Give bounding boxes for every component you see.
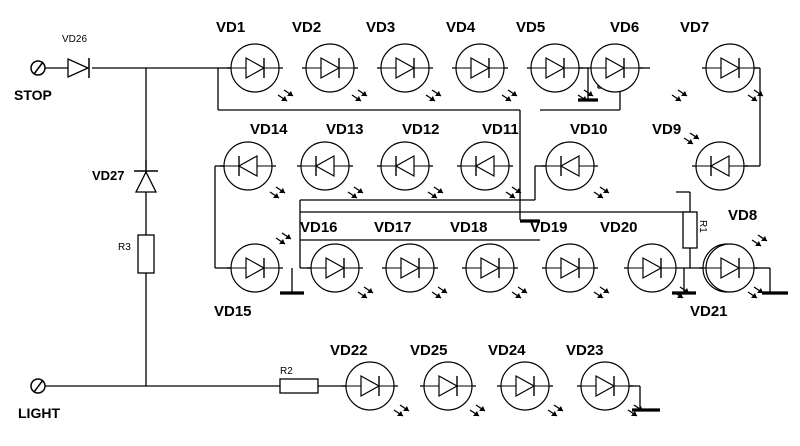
led-vd22: [342, 361, 410, 417]
label-vd15: VD15: [214, 303, 252, 320]
emission-icon: [501, 89, 518, 102]
label-vd14: VD14: [250, 121, 288, 138]
label-vd3: VD3: [366, 19, 395, 36]
label-vd7: VD7: [680, 19, 709, 36]
led-vd9: [683, 132, 748, 191]
led-vd15: [227, 232, 292, 293]
light-terminal[interactable]: [30, 378, 46, 394]
led-vd1: [227, 43, 294, 102]
label-vd10: VD10: [570, 121, 608, 138]
led-vd16: [307, 243, 374, 299]
diode-vd27: [134, 160, 158, 193]
emission-icon: [511, 286, 528, 299]
led-vd5: [527, 43, 594, 102]
led-vd6: [587, 43, 688, 102]
label-vd5: VD5: [516, 19, 545, 36]
label-vd2: VD2: [292, 19, 321, 36]
label-vd1: VD1: [216, 19, 245, 36]
led-vd11: [457, 141, 522, 199]
emission-icon: [593, 186, 610, 199]
stop-label: STOP: [14, 87, 52, 103]
label-vd18: VD18: [450, 219, 488, 236]
emission-icon: [747, 89, 764, 102]
led-vd19: [542, 243, 610, 299]
led-vd25: [420, 361, 486, 417]
emission-icon: [425, 89, 442, 102]
light-label: LIGHT: [18, 405, 60, 421]
emission-icon: [277, 89, 294, 102]
label-vd8: VD8: [728, 207, 757, 224]
emission-icon: [275, 232, 292, 245]
label-vd6: VD6: [610, 19, 639, 36]
emission-icon: [683, 132, 700, 145]
label-vd16: VD16: [300, 219, 338, 236]
label-vd19: VD19: [530, 219, 568, 236]
stop-terminal[interactable]: [30, 60, 46, 76]
label-vd21: VD21: [690, 303, 728, 320]
led-vd4: [452, 43, 518, 102]
label-vd11: VD11: [482, 121, 519, 138]
led-vd3: [377, 43, 442, 102]
label-vd22: VD22: [330, 342, 368, 359]
led-vd13: [297, 141, 364, 199]
led-vd10: [542, 141, 610, 199]
label-vd9: VD9: [652, 121, 681, 138]
emission-icon: [469, 404, 486, 417]
label-vd13: VD13: [326, 121, 364, 138]
emission-icon: [505, 186, 522, 199]
diode-vd26: [67, 57, 90, 79]
led-vd7: [702, 43, 764, 102]
r2-label: R2: [280, 366, 293, 377]
led-vd14: [220, 141, 286, 199]
ground-symbols: [280, 98, 788, 412]
vd26-label: VD26: [62, 34, 87, 45]
emission-icon: [593, 286, 610, 299]
resistor-r3: [137, 234, 155, 274]
vd27-label: VD27: [92, 168, 125, 183]
led-vd21: [702, 243, 764, 299]
emission-icon: [427, 186, 444, 199]
emission-icon: [347, 186, 364, 199]
label-vd20: VD20: [600, 219, 638, 236]
label-vd25: VD25: [410, 342, 448, 359]
emission-icon: [547, 404, 564, 417]
label-vd4: VD4: [446, 19, 476, 36]
led-vd2: [302, 43, 368, 102]
led-vd17: [382, 243, 448, 299]
r1-label: R1: [697, 220, 708, 233]
resistor-r1: [682, 211, 698, 249]
label-vd17: VD17: [374, 219, 412, 236]
emission-icon: [351, 89, 368, 102]
emission-icon: [431, 286, 448, 299]
led-vd24: [497, 361, 564, 417]
emission-icon: [357, 286, 374, 299]
led-vd18: [462, 243, 528, 299]
led-vd20: [624, 243, 690, 299]
emission-icon: [269, 186, 286, 199]
label-vd24: VD24: [488, 342, 526, 359]
emission-icon: [393, 404, 410, 417]
led-vd12: [377, 141, 444, 199]
resistor-r2: [279, 378, 319, 394]
emission-icon: [671, 89, 688, 102]
label-vd23: VD23: [566, 342, 604, 359]
led-vd23: [577, 361, 644, 417]
emission-icon: [751, 234, 768, 247]
r3-label: R3: [118, 242, 131, 253]
emission-icon: [747, 286, 764, 299]
label-vd12: VD12: [402, 121, 440, 138]
